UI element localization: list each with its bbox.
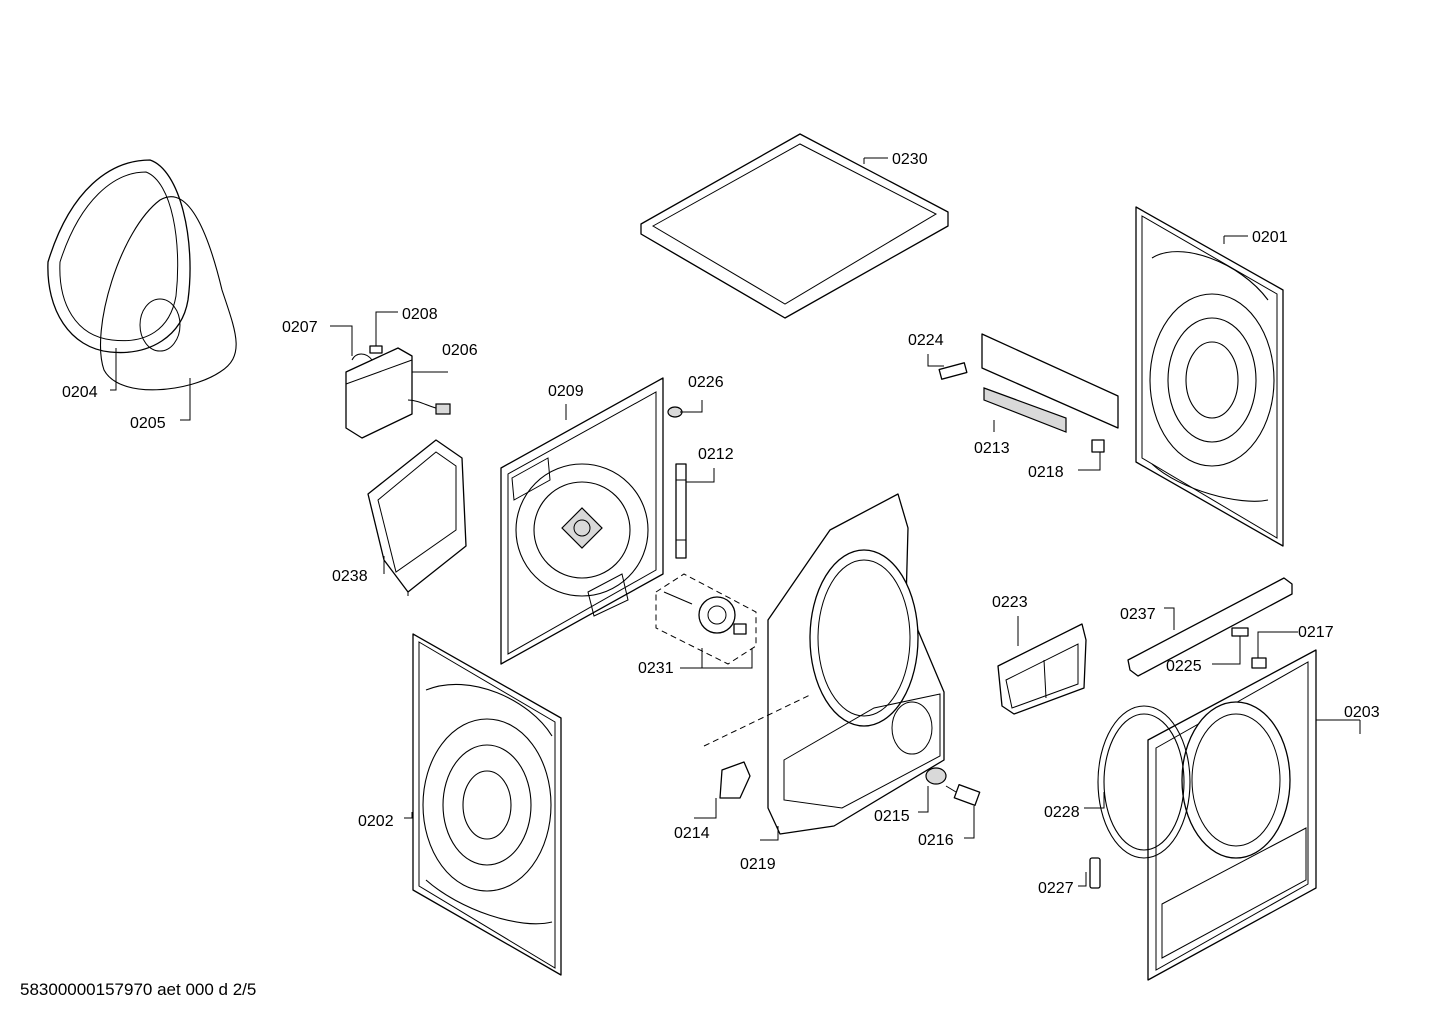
part-latch [719, 761, 751, 799]
label-0205: 0205 [130, 415, 166, 432]
part-plug [945, 784, 981, 806]
part-labels: 0230 0201 0203 0202 0204 0205 0207 0208 … [62, 151, 1380, 897]
leader-lines [110, 157, 1361, 887]
label-0214: 0214 [674, 825, 710, 842]
label-0206: 0206 [442, 342, 478, 359]
part-left-side-panel [412, 633, 562, 976]
part-door-seal [47, 159, 237, 391]
part-front-frame [703, 493, 945, 835]
label-0237: 0237 [1120, 606, 1156, 623]
part-rear-panel [500, 377, 664, 665]
label-0224: 0224 [908, 332, 944, 349]
label-0203: 0203 [1344, 704, 1380, 721]
part-front-panel [1147, 649, 1317, 981]
label-0231: 0231 [638, 660, 674, 677]
part-fan-assembly [655, 573, 757, 665]
label-0201: 0201 [1252, 229, 1288, 246]
label-0238: 0238 [332, 568, 368, 585]
label-0227: 0227 [1038, 880, 1074, 897]
label-0230: 0230 [892, 151, 928, 168]
document-code: 58300000157970 aet 000 d 2/5 [20, 980, 257, 999]
part-knob [925, 767, 947, 785]
part-clip-small-a [1231, 627, 1249, 637]
label-0204: 0204 [62, 384, 98, 401]
label-0226: 0226 [688, 374, 724, 391]
part-control-module [345, 345, 451, 439]
part-clip-small-b [1251, 657, 1267, 669]
label-0215: 0215 [874, 808, 910, 825]
label-0207: 0207 [282, 319, 318, 336]
label-0208: 0208 [402, 306, 438, 323]
label-0202: 0202 [358, 813, 394, 830]
label-0218: 0218 [1028, 464, 1064, 481]
label-0217: 0217 [1298, 624, 1334, 641]
part-top-cover-plate [640, 133, 949, 319]
part-bracket-strip [675, 463, 687, 559]
label-0228: 0228 [1044, 804, 1080, 821]
label-0212: 0212 [698, 446, 734, 463]
part-hinge-plate [1089, 857, 1101, 889]
part-right-side-panel [1135, 206, 1284, 547]
label-0213: 0213 [974, 440, 1010, 457]
label-0225: 0225 [1166, 658, 1202, 675]
label-0209: 0209 [548, 383, 584, 400]
part-duct [367, 439, 467, 596]
label-0219: 0219 [740, 856, 776, 873]
part-small-clip [667, 406, 683, 418]
part-filter [997, 623, 1087, 715]
part-electronics-board [938, 333, 1119, 453]
label-0223: 0223 [992, 594, 1028, 611]
label-0216: 0216 [918, 832, 954, 849]
part-door-gasket [1097, 705, 1191, 859]
part-rail [1127, 577, 1293, 677]
